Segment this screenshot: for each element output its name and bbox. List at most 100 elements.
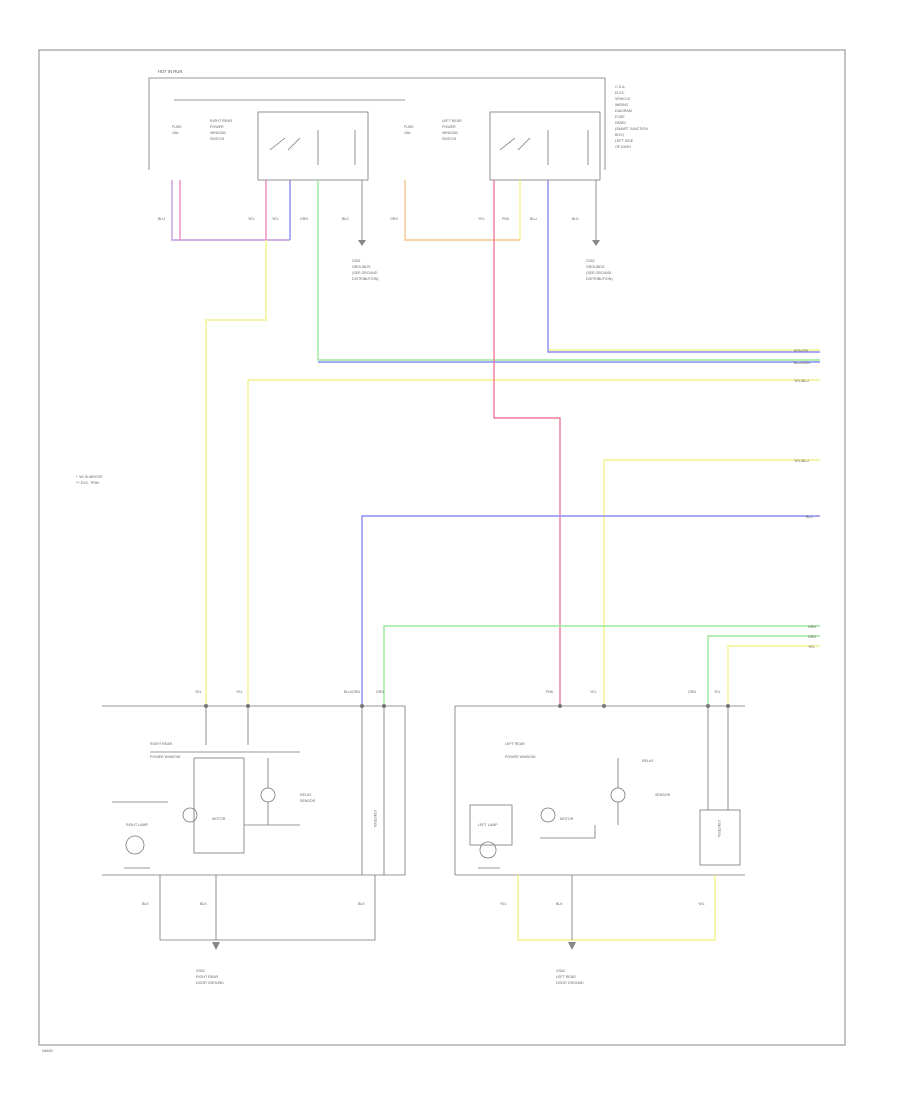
switch1-label-2: WINDOW <box>210 131 226 135</box>
wire-green-right <box>707 635 820 705</box>
tagR-0: ORG <box>390 217 398 221</box>
switch-1: RIGHT REAR POWER WINDOW SWITCH FUSE 15A <box>172 111 369 181</box>
lmod-label-3: RELAY <box>300 793 312 797</box>
right-note-3: WIRING <box>615 103 629 107</box>
rpin-0: PNK <box>546 690 554 694</box>
lmod-label-1: POWER WINDOW <box>150 755 181 759</box>
rbw-2: YEL <box>698 902 705 906</box>
right-note-2: VEHICLE <box>615 97 631 101</box>
switch1-fuse: FUSE <box>172 125 182 129</box>
ground-note1-2: (SEE GROUND <box>352 271 378 275</box>
tagR-1: YEL <box>478 217 485 221</box>
top-stubs-left <box>171 180 291 241</box>
ground-note1-0: G301 <box>352 259 361 263</box>
top-stubs-right <box>404 180 521 241</box>
lgnd-1: RIGHT REAR <box>196 975 219 979</box>
footer-code: N8400 <box>42 1049 53 1053</box>
rtag-5: GRN <box>808 625 816 629</box>
lgnd-2: DOOR GROUND <box>196 981 224 985</box>
wire-yellow-right-2 <box>727 645 820 705</box>
tagR-2: PNK <box>502 217 510 221</box>
left-lamp-label: RIGHT LAMP <box>126 823 149 827</box>
side-note: *: W/ SUNROOF **: EXC. TRIM <box>76 475 104 485</box>
switch2-amps: 15A <box>404 131 411 135</box>
lgnd-0: G303 <box>196 969 205 973</box>
lbw-1: BLK <box>200 902 207 906</box>
lmod-label-5: CONTROL <box>373 810 377 828</box>
switch-2: LEFT REAR POWER WINDOW SWITCH FUSE 15A <box>404 111 601 181</box>
wire-yellow-left-2 <box>247 379 820 705</box>
rpin-1: YEL <box>590 690 597 694</box>
switch2-label-0: LEFT REAR <box>442 119 462 123</box>
lmod-label-0: RIGHT REAR <box>150 742 173 746</box>
wire-blue-right <box>547 180 820 353</box>
right-lamp-label: LEFT LAMP <box>478 823 498 827</box>
lmod-label-2: MOTOR <box>212 817 226 821</box>
tagR-3: BLU <box>530 217 537 221</box>
rmod-label-3: RELAY <box>642 759 654 763</box>
switch1-label-0: RIGHT REAR <box>210 119 233 123</box>
right-module: PNK YEL GRN YEL LEFT REAR POWER WINDOW L… <box>454 690 745 985</box>
lpin-2: BLU/GRN <box>344 690 360 694</box>
wire-tags-left: BLU YEL YEL GRN BLK <box>158 217 349 221</box>
ground-note2-1: GROUNDS <box>586 265 605 269</box>
left-module: YEL YEL BLU/GRN GRN RIGHT REAR POWER WIN… <box>102 690 406 985</box>
rtag-3: YEL/BLU <box>794 459 809 463</box>
lpin-1: YEL <box>236 690 243 694</box>
rmod-label-4: SENSOR <box>655 793 671 797</box>
rbw-1: BLK <box>556 902 563 906</box>
side-note-1: **: EXC. TRIM <box>76 481 99 485</box>
ground-note2-0: G302 <box>586 259 595 263</box>
right-note-1: ELEC. <box>615 91 625 95</box>
lpin-0: YEL <box>195 690 202 694</box>
rgnd-2: DOOR GROUND <box>556 981 584 985</box>
rtag-6: GRN <box>808 635 816 639</box>
right-note-8: BOX) <box>615 133 624 137</box>
right-note-7: (SMART JUNCTION <box>615 127 648 131</box>
rpin-3: YEL <box>714 690 721 694</box>
wire-yellow-right <box>603 459 820 705</box>
wire-blue-mid <box>361 515 820 705</box>
right-note-5: FUSE <box>615 115 625 119</box>
wire-pink <box>493 180 561 705</box>
switch1-label-3: SWITCH <box>210 137 225 141</box>
top-bus: HOT IN RUN <box>148 69 606 170</box>
rmod-label-2: MOTOR <box>560 817 574 821</box>
lbw-0: BLK <box>142 902 149 906</box>
bus-label: HOT IN RUN <box>158 69 182 74</box>
rpin-2: GRN <box>688 690 696 694</box>
rtag-2: YEL/BLU <box>794 379 809 383</box>
tagL-1: YEL <box>248 217 255 221</box>
right-note: C.S.A. ELEC. VEHICLE WIRING DIAGRAM FUSE… <box>615 85 648 149</box>
right-tags: BRN/YEL BLU/GRN YEL/BLU YEL/BLU BLU GRN … <box>794 349 816 649</box>
ground-note1-1: GROUNDS <box>352 265 371 269</box>
switch2-fuse: FUSE <box>404 125 414 129</box>
lpin-3: GRN <box>376 690 384 694</box>
rmod-label-1: POWER WINDOW <box>505 755 536 759</box>
switch1-amps: 15A <box>172 131 179 135</box>
tagL-0: BLU <box>158 217 165 221</box>
rbw-0: YEL <box>500 902 507 906</box>
tagR-4: BLK <box>572 217 579 221</box>
top-grounds: G301 GROUNDS (SEE GROUND DISTRIBUTION) G… <box>352 180 613 281</box>
right-note-0: C.S.A. <box>615 85 625 89</box>
rtag-0: BRN/YEL <box>794 349 809 353</box>
tagL-2: YEL <box>272 217 279 221</box>
right-note-6: PANEL <box>615 121 627 125</box>
rgnd-0: G304 <box>556 969 565 973</box>
switch2-label-1: POWER <box>442 125 456 129</box>
lmod-label-4: SENSOR <box>300 799 316 803</box>
rtag-4: BLU <box>806 515 813 519</box>
wire-green-mid <box>383 625 820 705</box>
ground-note2-2: (SEE GROUND <box>586 271 612 275</box>
switch1-label-1: POWER <box>210 125 224 129</box>
wire-yellow-left-1 <box>205 240 267 705</box>
rtag-1: BLU/GRN <box>794 361 810 365</box>
tagL-3: GRN <box>300 217 308 221</box>
wire-green-top <box>317 180 820 361</box>
rmod-label-0: LEFT REAR <box>505 742 525 746</box>
diagram-frame <box>38 49 846 1046</box>
right-note-10: OF DASH <box>615 145 631 149</box>
tagL-4: BLK <box>342 217 349 221</box>
